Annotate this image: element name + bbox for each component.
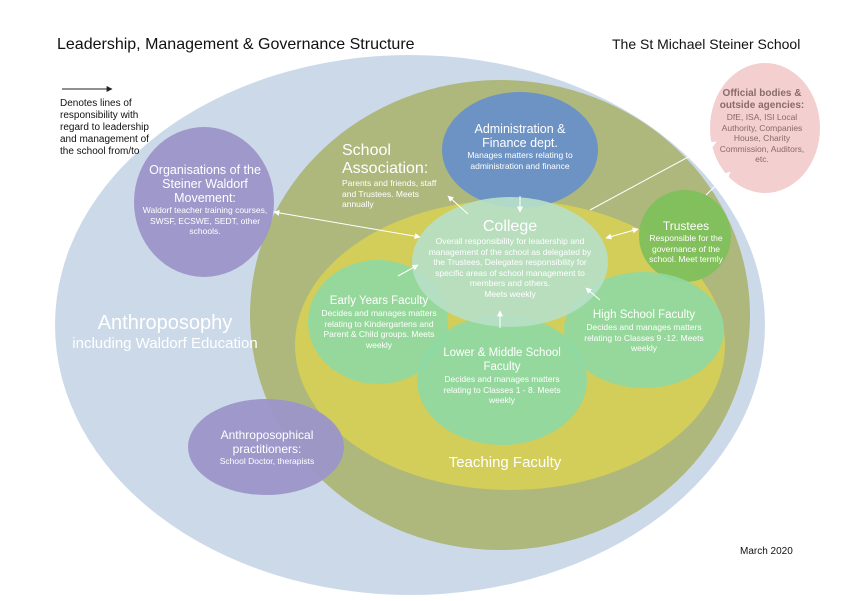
arrow-college-association [447,195,469,215]
organisations-title: Organisations of the Steiner Waldorf Mov… [149,163,261,205]
practitioners-desc: School Doctor, therapists [219,456,315,466]
anthroposophy-label: Anthroposophy including Waldorf Educatio… [60,312,270,353]
arrow-early-college [397,264,419,277]
college-title: College [482,218,538,235]
organisations-circle [134,127,274,277]
college-node: College Overall responsibility for leade… [424,218,596,299]
footer-date: March 2020 [740,546,793,557]
practitioners-node: Anthroposophical practitioners: School D… [194,428,340,467]
trustees-title: Trustees [662,219,710,233]
high-school-circle [564,272,724,388]
organisations-node: Organisations of the Steiner Waldorf Mov… [136,163,274,237]
school-association-desc: Parents and friends, staff and Trustees.… [342,178,437,209]
teaching-faculty-label: Teaching Faculty [448,454,562,471]
trustees-desc: Responsible for the governance of the sc… [649,233,723,264]
lower-middle-title: Lower & Middle School Faculty [443,347,561,373]
school-association-title: School Association: [342,142,429,177]
official-bodies-circle [710,63,820,193]
responsibility-arrows [273,141,731,328]
admin-finance-title: Administration & Finance dept. [474,122,566,150]
official-bodies-title: Official bodies & outside agencies: [719,88,805,111]
high-school-desc: Decides and manages matters relating to … [584,322,704,353]
practitioners-title: Anthroposophical practitioners: [220,428,314,456]
trustees-node: Trustees Responsible for the governance … [645,219,727,265]
early-years-desc: Decides and manages matters relating to … [321,308,437,350]
college-circle [412,197,608,327]
organisations-desc: Waldorf teacher training courses, SWSF, … [142,205,268,236]
page-title: Leadership, Management & Governance Stru… [57,36,415,53]
anthroposophy-subtitle: including Waldorf Education [72,335,258,352]
school-name: The St Michael Steiner School [612,36,801,52]
practitioners-circle [188,399,344,495]
college-meets: Meets weekly [484,288,536,299]
trustees-circle [639,190,731,282]
high-school-title: High School Faculty [592,309,696,321]
official-bodies-node: Official bodies & outside agencies: DfE,… [712,88,812,165]
legend-text: Denotes lines of responsibility with reg… [60,98,149,157]
arrow-high-college [585,287,601,301]
official-bodies-desc: DfE, ISA, ISI Local Authority, Companies… [719,112,805,164]
early-years-title: Early Years Faculty [329,295,429,307]
lower-middle-node: Lower & Middle School Faculty Decides an… [432,346,572,406]
admin-finance-circle [442,92,598,208]
admin-finance-node: Administration & Finance dept. Manages m… [452,122,588,171]
school-association-node: School Association: Parents and friends,… [342,142,452,210]
early-years-node: Early Years Faculty Decides and manages … [314,294,444,350]
arrow-college-official [589,141,717,211]
arrow-college-organisations [273,209,421,240]
lower-middle-desc: Decides and manages matters relating to … [443,374,561,405]
anthroposophy-title: Anthroposophy [97,312,233,334]
arrow-college-trustees [605,227,639,240]
high-school-node: High School Faculty Decides and manages … [578,308,710,354]
admin-finance-desc: Manages matters relating to administrati… [467,150,573,171]
lower-middle-circle [417,315,587,445]
arrow-trustees-official [705,171,731,196]
college-desc: Overall responsibility for leadership an… [428,236,592,288]
early-years-circle [308,260,448,384]
